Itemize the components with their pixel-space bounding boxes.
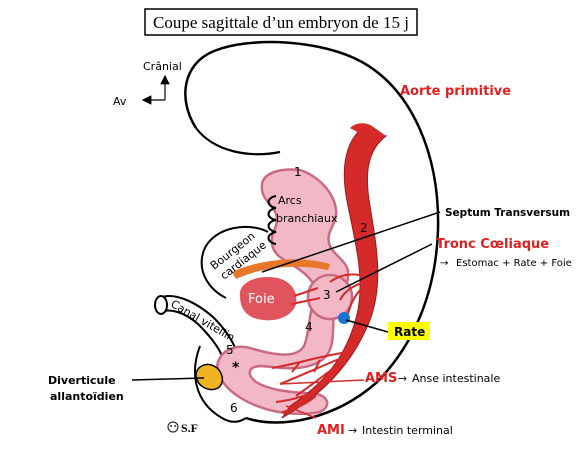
signature-text: S.F (181, 421, 198, 435)
lower-body-outline (194, 345, 247, 423)
embryo-outline-inner (195, 127, 281, 156)
diagram-title: Coupe sagittale d’un embryon de 15 j (153, 13, 409, 32)
label-4: 4 (305, 320, 313, 334)
ami-arrow: → (348, 424, 357, 437)
aorte-label: Aorte primitive (400, 84, 511, 99)
label-5: 5 (226, 343, 234, 357)
title-box (144, 8, 418, 36)
septum-label: Septum Transversum (445, 207, 570, 219)
label-1: 1 (294, 165, 302, 179)
primitive-aorta (281, 131, 388, 419)
ams-note: Anse intestinale (412, 372, 500, 385)
rate-highlight (388, 322, 430, 340)
embryo-outline (184, 40, 440, 424)
ams-label: AMS (365, 371, 397, 386)
ami-branches (275, 389, 319, 413)
tronc-note: Estomac + Rate + Foie (456, 258, 572, 269)
liver (239, 276, 297, 321)
foie-label: Foie (248, 292, 275, 307)
spleen (338, 312, 350, 324)
leader-lines (131, 211, 441, 381)
rate-label: Rate (394, 325, 425, 339)
ams-branches (271, 351, 349, 397)
asterisk-mark: * (232, 360, 240, 376)
signature-mark: S.F (167, 421, 198, 435)
label-6: 6 (230, 401, 238, 415)
diverticule-label-1: Diverticule (48, 374, 116, 387)
septum-transversum (232, 259, 330, 279)
signature-icon (167, 421, 179, 433)
branchial-arches-bumps (267, 195, 277, 245)
tronc-label: Tronc Cœliaque (436, 237, 549, 252)
ami-label: AMI (317, 423, 345, 438)
aorta-arch (350, 123, 386, 140)
allantoic-diverticulum (195, 363, 224, 391)
cranial-label: Crânial (143, 60, 182, 73)
celiac-trunk-branches (329, 273, 365, 315)
label-3: 3 (323, 288, 331, 302)
liver-vessel (293, 287, 319, 297)
stomach-region (306, 273, 354, 321)
anterior-label: Av (113, 95, 127, 108)
diverticule-label-2: allantoïdien (50, 390, 124, 403)
ams-arrow: → (398, 372, 407, 385)
cardiac-bulge-outline (200, 225, 269, 299)
red-leader-lines (279, 379, 365, 419)
tronc-arrow: → (440, 258, 448, 269)
liver-vessel-2 (291, 297, 321, 305)
arcs-label-1: Arcs (278, 194, 302, 207)
vitelline-duct-end (154, 295, 168, 315)
ami-note: Intestin terminal (362, 424, 453, 437)
canal-vitellin-label: Canal vitellin (169, 297, 237, 344)
label-2: 2 (360, 221, 368, 235)
arcs-label-2: branchiaux (276, 212, 338, 225)
